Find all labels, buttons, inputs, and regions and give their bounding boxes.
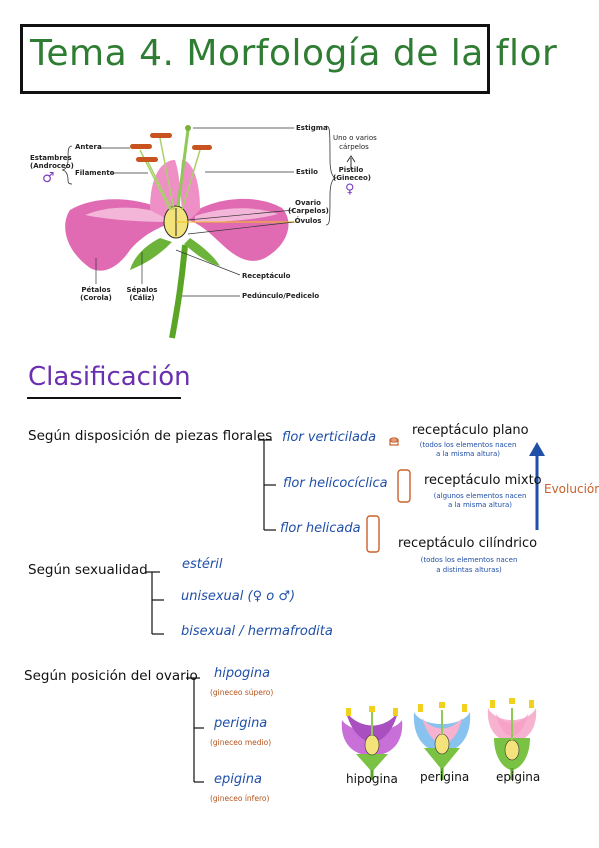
evolucion-label: Evolución xyxy=(544,482,599,496)
caption-hipogina: hipogina xyxy=(346,772,398,786)
male-symbol-icon: ♂ xyxy=(42,170,55,186)
option-verticilada: flor verticilada xyxy=(282,430,377,445)
label-sepalos: Sépalos xyxy=(126,286,158,294)
label-antera: Antera xyxy=(75,143,102,151)
section-title: Clasificación xyxy=(28,362,191,392)
label-caliz: (Cáliz) xyxy=(129,294,155,302)
label-ovulos: Óvulos xyxy=(294,217,322,225)
option-epigina-sub: (gineceo ínfero) xyxy=(210,794,270,803)
receptaculo-plano-note1: (todos los elementos nacen xyxy=(419,441,517,449)
receptaculo-cilindrico-note2: a distintas alturas) xyxy=(436,566,502,574)
title-box xyxy=(20,24,490,94)
label-uno-varios: Uno o varios xyxy=(333,134,377,142)
receptaculo-mixto-note1: (algunos elementos nacen xyxy=(433,492,527,500)
receptaculo-mixto: receptáculo mixto xyxy=(424,473,542,488)
caption-epigina: epigina xyxy=(496,770,541,784)
label-gineceo: (Gineceo) xyxy=(333,174,371,182)
label-carpelos: (Carpelos) xyxy=(288,207,329,215)
option-hipogina: hipogina xyxy=(214,666,271,681)
receptaculo-mixto-note2: a la misma altura) xyxy=(447,501,513,509)
label-pistilo: Pistilo xyxy=(338,166,364,174)
label-estigma: Estigma xyxy=(296,124,328,132)
hipogina-flower-icon xyxy=(341,706,403,780)
receptaculo-plano-note2: a la misma altura) xyxy=(435,450,501,458)
criterion-sexualidad: Según sexualidad xyxy=(28,562,148,578)
label-ovario: Ovario xyxy=(295,199,321,207)
receptaculo-cilindrico: receptáculo cilíndrico xyxy=(398,536,538,551)
label-petalos: Pétalos xyxy=(81,286,111,294)
label-corola: (Corola) xyxy=(80,294,112,302)
label-carpelos-note: cárpelos xyxy=(339,143,369,151)
receptaculo-plano: receptáculo plano xyxy=(412,423,529,438)
caption-perigina: perigina xyxy=(420,770,470,784)
label-estambres: Estambres xyxy=(30,154,72,162)
option-hipogina-sub: (gineceo súpero) xyxy=(210,688,274,697)
label-receptaculo: Receptáculo xyxy=(242,272,291,280)
section-underline xyxy=(27,397,181,399)
option-helicada: flor helicada xyxy=(280,521,361,536)
criterion-disposicion: Según disposición de piezas florales xyxy=(28,428,273,444)
option-esteril: estéril xyxy=(182,557,223,572)
receptaculo-cilindrico-note1: (todos los elementos nacen xyxy=(420,556,518,564)
label-androceo: (Androceo) xyxy=(30,162,74,170)
option-perigina-sub: (gineceo medio) xyxy=(210,738,272,747)
option-bisexual: bisexual / hermafrodita xyxy=(181,624,333,639)
option-perigina: perigina xyxy=(214,716,268,731)
female-symbol-icon: ♀ xyxy=(345,182,355,197)
option-helicociclica: flor helicocíclica xyxy=(283,476,388,491)
criterion-ovario: Según posición del ovario xyxy=(24,668,198,684)
option-epigina: epigina xyxy=(214,772,262,787)
epigina-flower-icon xyxy=(487,698,537,780)
label-filamento: Filamento xyxy=(75,169,115,177)
page-title: Tema 4. Morfología de la flor xyxy=(30,33,558,74)
label-estilo: Estilo xyxy=(296,168,318,176)
option-unisexual: unisexual (♀ o ♂) xyxy=(181,589,296,604)
perigina-flower-icon xyxy=(413,702,471,780)
label-pedunculo: Pedúnculo/Pedicelo xyxy=(242,292,320,300)
